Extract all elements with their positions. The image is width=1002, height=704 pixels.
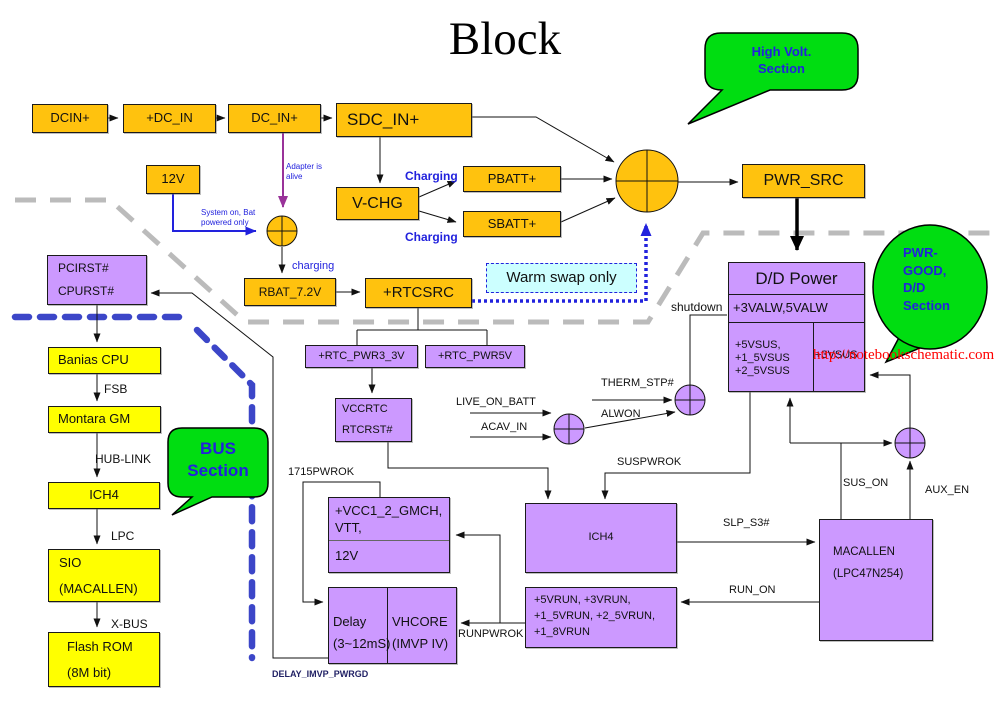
high-volt-boundary-dashed-line	[15, 197, 1002, 325]
junction-therm-icon	[674, 384, 706, 416]
vcc-gmch-12v: 12V	[335, 548, 359, 563]
pwr-good-bubble	[872, 224, 988, 364]
node-pbatt: PBATT+	[463, 166, 561, 192]
node-ich4-bus: ICH4	[48, 482, 160, 509]
vhcore-cell: VHCORE (IMVP IV)	[392, 613, 449, 652]
dd-power-3vsus-cell: +3VSUS	[813, 323, 864, 391]
label-therm-stp: THERM_STP#	[601, 377, 674, 389]
label-lpc: LPC	[111, 529, 135, 543]
label-live-on-batt: LIVE_ON_BATT	[456, 396, 536, 408]
dd-power-row-alw: +3VALW,5VALW	[729, 294, 864, 323]
label-suspwrok: SUSPWROK	[617, 456, 682, 468]
node-12v: 12V	[146, 165, 200, 194]
label-charging-2: Charging	[405, 230, 458, 244]
label-shutdown: shutdown	[671, 300, 723, 314]
junction-acav-icon	[553, 413, 585, 445]
label-charging-small: charging	[292, 260, 335, 272]
node-macallen: MACALLEN (LPC47N254)	[819, 519, 933, 641]
label-slp-s3: SLP_S3#	[723, 517, 770, 529]
node-banias: Banias CPU	[48, 347, 161, 374]
label-system-on: System on, Bat powered only	[201, 208, 256, 227]
bus-boundary-dashed-line2	[193, 326, 256, 662]
summing-junction-charge-icon	[266, 215, 298, 247]
label-aux-en: AUX_EN	[925, 484, 970, 496]
node-pwr-src: PWR_SRC	[742, 164, 865, 198]
high-volt-bubble	[687, 32, 859, 125]
summing-junction-main-icon	[615, 149, 679, 213]
page-title: Block	[448, 13, 562, 65]
watermark-url: http://notebookschematic.com	[813, 347, 995, 363]
node-delay-vhcore: Delay (3~12mS) VHCORE (IMVP IV)	[328, 587, 457, 664]
node-flash: Flash ROM (8M bit)	[48, 632, 160, 687]
system-on-arrow	[172, 194, 257, 236]
pwr-good-bubble-text: PWR- GOOD, D/D Section	[903, 245, 950, 313]
label-runpwrok: RUNPWROK	[458, 628, 524, 640]
node-vccrtc: VCCRTC RTCRST#	[335, 398, 412, 442]
label-charging-1: Charging	[405, 169, 458, 183]
node-rtcsrc: +RTCSRC	[365, 278, 472, 308]
bus-bubble	[167, 427, 269, 516]
node-ich4-main: ICH4	[525, 503, 677, 573]
high-volt-bubble-text: High Volt. Section	[751, 44, 812, 76]
label-sus-on: SUS_ON	[843, 477, 889, 489]
node-dc-in-plus: DC_IN+	[228, 104, 321, 133]
dd-power-title: D/D Power	[755, 268, 838, 288]
node-rbat: RBAT_7.2V	[244, 278, 336, 306]
node-dc-in: +DC_IN	[123, 104, 216, 133]
node-sdc-in: SDC_IN+	[336, 103, 472, 137]
label-run-on: RUN_ON	[729, 584, 776, 596]
node-dd-power: D/D Power +3VALW,5VALW +5VSUS, +1_5VSUS …	[728, 262, 865, 392]
node-dcin: DCIN+	[32, 104, 108, 133]
node-warm-swap: Warm swap only	[486, 263, 637, 293]
bus-bubble-text: BUS Section	[187, 439, 249, 481]
label-1715pwrok: 1715PWROK	[288, 466, 355, 478]
label-hub-link: HUB-LINK	[95, 452, 152, 466]
vcc-gmch-top: +VCC1_2_GMCH, VTT,	[329, 498, 449, 541]
node-vcc-gmch: +VCC1_2_GMCH, VTT, 12V	[328, 497, 450, 573]
warm-swap-path	[472, 223, 652, 303]
label-acav-in: ACAV_IN	[481, 421, 528, 433]
delay-cell: Delay (3~12mS)	[329, 588, 390, 663]
node-pcirst: PCIRST# CPURST#	[47, 255, 147, 305]
dd-power-sus-cell: +5VSUS, +1_5VSUS +2_5VSUS	[735, 339, 790, 377]
node-rtc-pwr3: +RTC_PWR3_3V	[305, 345, 418, 368]
node-sbatt: SBATT+	[463, 211, 561, 237]
label-adapter-alive: Adapter is alive	[286, 162, 323, 181]
label-fsb: FSB	[104, 382, 128, 396]
node-montara: Montara GM	[48, 406, 161, 433]
node-v-chg: V-CHG	[336, 187, 419, 220]
node-vrun: +5VRUN, +3VRUN, +1_5VRUN, +2_5VRUN, +1_8…	[525, 587, 677, 648]
label-alwon: ALWON	[601, 408, 641, 420]
black-wires	[93, 114, 914, 659]
junction-aux-icon	[894, 427, 926, 459]
label-x-bus: X-BUS	[111, 617, 148, 631]
node-rtc-pwr5: +RTC_PWR5V	[425, 345, 525, 368]
node-sio: SIO (MACALLEN)	[48, 549, 160, 602]
label-delay-imvp-pwrgd: DELAY_IMVP_PWRGD	[272, 669, 369, 679]
